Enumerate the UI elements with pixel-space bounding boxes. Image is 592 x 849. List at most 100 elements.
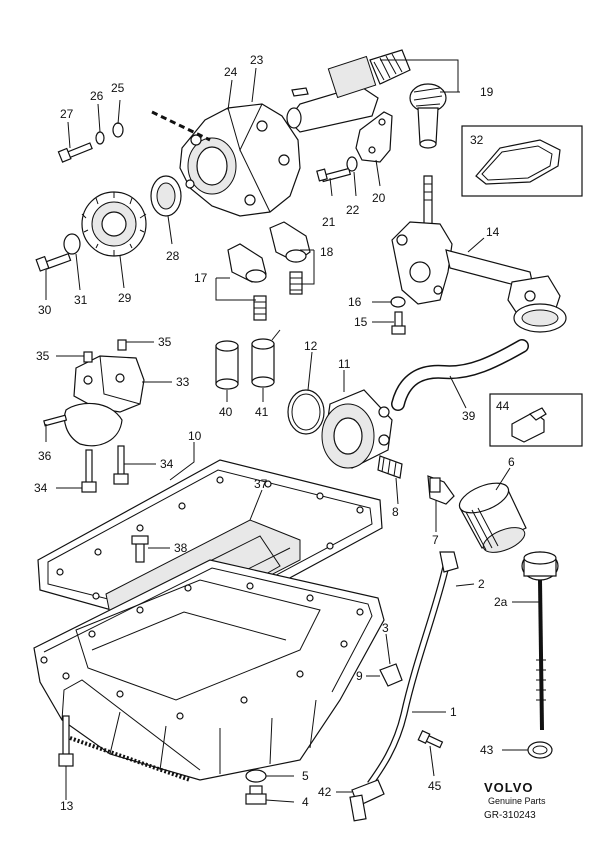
callout-2: 2 (478, 577, 485, 591)
callout-33: 33 (176, 375, 190, 389)
nipple-8 (377, 455, 403, 479)
callout-28: 28 (166, 249, 180, 263)
callout-20: 20 (372, 191, 386, 205)
seal-28 (150, 175, 182, 217)
callout-14: 14 (486, 225, 500, 239)
oil-pan (33, 559, 385, 782)
oil-pump (391, 175, 567, 333)
callout-38: 38 (174, 541, 188, 555)
callout-10: 10 (188, 429, 202, 443)
washer-16 (390, 296, 406, 308)
callout-9: 9 (356, 669, 363, 683)
callout-43: 43 (480, 743, 494, 757)
callout-35-left: 35 (36, 349, 50, 363)
callout-18: 18 (320, 245, 334, 259)
callout-4: 4 (302, 795, 309, 809)
helical-gear (409, 83, 447, 149)
sleeve-40 (215, 340, 239, 390)
callout-25: 25 (111, 81, 125, 95)
callout-41: 41 (255, 405, 269, 419)
callout-2a: 2a (494, 595, 508, 609)
bolt-30 (35, 252, 72, 272)
callout-30: 30 (38, 303, 52, 317)
sensor-7 (427, 475, 455, 505)
callout-1: 1 (450, 705, 457, 719)
callout-16: 16 (348, 295, 362, 309)
callout-42: 42 (318, 785, 332, 799)
gasket-box-32 (461, 125, 583, 197)
callout-7: 7 (432, 533, 439, 547)
callout-37: 37 (254, 477, 268, 491)
o-ring-43 (527, 741, 553, 759)
alignment-dashed-line (151, 110, 211, 142)
callout-19: 19 (480, 85, 494, 99)
callout-34-left: 34 (34, 481, 48, 495)
callout-26: 26 (90, 89, 104, 103)
dipstick-tube (367, 551, 459, 787)
callout-11: 11 (338, 357, 351, 371)
bolt-27 (57, 142, 93, 163)
pump-housing (179, 103, 301, 217)
brand-block: VOLVO Genuine Parts GR-310243 (484, 780, 546, 821)
tube-42 (349, 779, 385, 822)
bracket (355, 111, 393, 163)
piston-cooling-nozzle-18 (269, 221, 311, 295)
drive-shaft (286, 49, 411, 133)
callout-44: 44 (496, 399, 510, 413)
callout-27: 27 (60, 107, 74, 121)
callout-13: 13 (60, 799, 74, 813)
oil-filter-housing-11 (321, 389, 393, 469)
genuine-parts-tagline: Genuine Parts (488, 796, 546, 806)
bolt-21 (316, 167, 352, 183)
washer-25 (112, 122, 124, 138)
callout-22: 22 (346, 203, 360, 217)
callout-32: 32 (470, 133, 484, 147)
callout-39: 39 (462, 409, 476, 423)
drain-plug-4 (245, 785, 267, 805)
callout-45: 45 (428, 779, 442, 793)
callout-labels: 23 24 19 25 26 27 32 21 22 20 28 14 18 1… (34, 53, 515, 813)
callout-36: 36 (38, 449, 52, 463)
callout-40: 40 (219, 405, 233, 419)
diagram-reference: GR-310243 (484, 810, 536, 821)
bolt-35-right (117, 339, 127, 351)
callout-12: 12 (304, 339, 318, 353)
washer-5 (245, 769, 267, 783)
callout-8: 8 (392, 505, 399, 519)
volvo-logo: VOLVO (484, 780, 534, 795)
washer-26 (95, 131, 105, 145)
callout-5: 5 (302, 769, 309, 783)
bolt-13 (58, 715, 74, 767)
bolt-34-left (81, 449, 97, 493)
sprocket-29 (81, 191, 147, 257)
callout-35-right: 35 (158, 335, 172, 349)
clip-9 (379, 663, 403, 687)
screw-36 (43, 414, 68, 427)
callout-21: 21 (322, 215, 336, 229)
o-ring-12 (287, 389, 325, 435)
plug-box-44 (489, 393, 583, 447)
washer-31 (63, 233, 81, 255)
oil-separator-33 (63, 355, 145, 447)
oil-filter-6 (458, 482, 527, 553)
callout-15: 15 (354, 315, 368, 329)
bolt-45 (417, 729, 444, 749)
bolt-35-left (83, 351, 93, 363)
leader-lines (45, 59, 541, 803)
callout-17: 17 (194, 271, 208, 285)
bolt-38 (131, 535, 149, 563)
callout-29: 29 (118, 291, 132, 305)
bolt-34-right (113, 445, 129, 485)
callout-23: 23 (250, 53, 264, 67)
callout-24: 24 (224, 65, 238, 79)
callout-6: 6 (508, 455, 515, 469)
piston-cooling-nozzle-17 (227, 243, 267, 321)
washer-22 (346, 156, 358, 172)
callout-34-right: 34 (160, 457, 174, 471)
dipstick-2a (521, 551, 559, 731)
bolt-15 (391, 311, 406, 335)
callout-31: 31 (74, 293, 88, 307)
sleeve-41 (251, 329, 281, 388)
callout-3: 3 (382, 621, 389, 635)
